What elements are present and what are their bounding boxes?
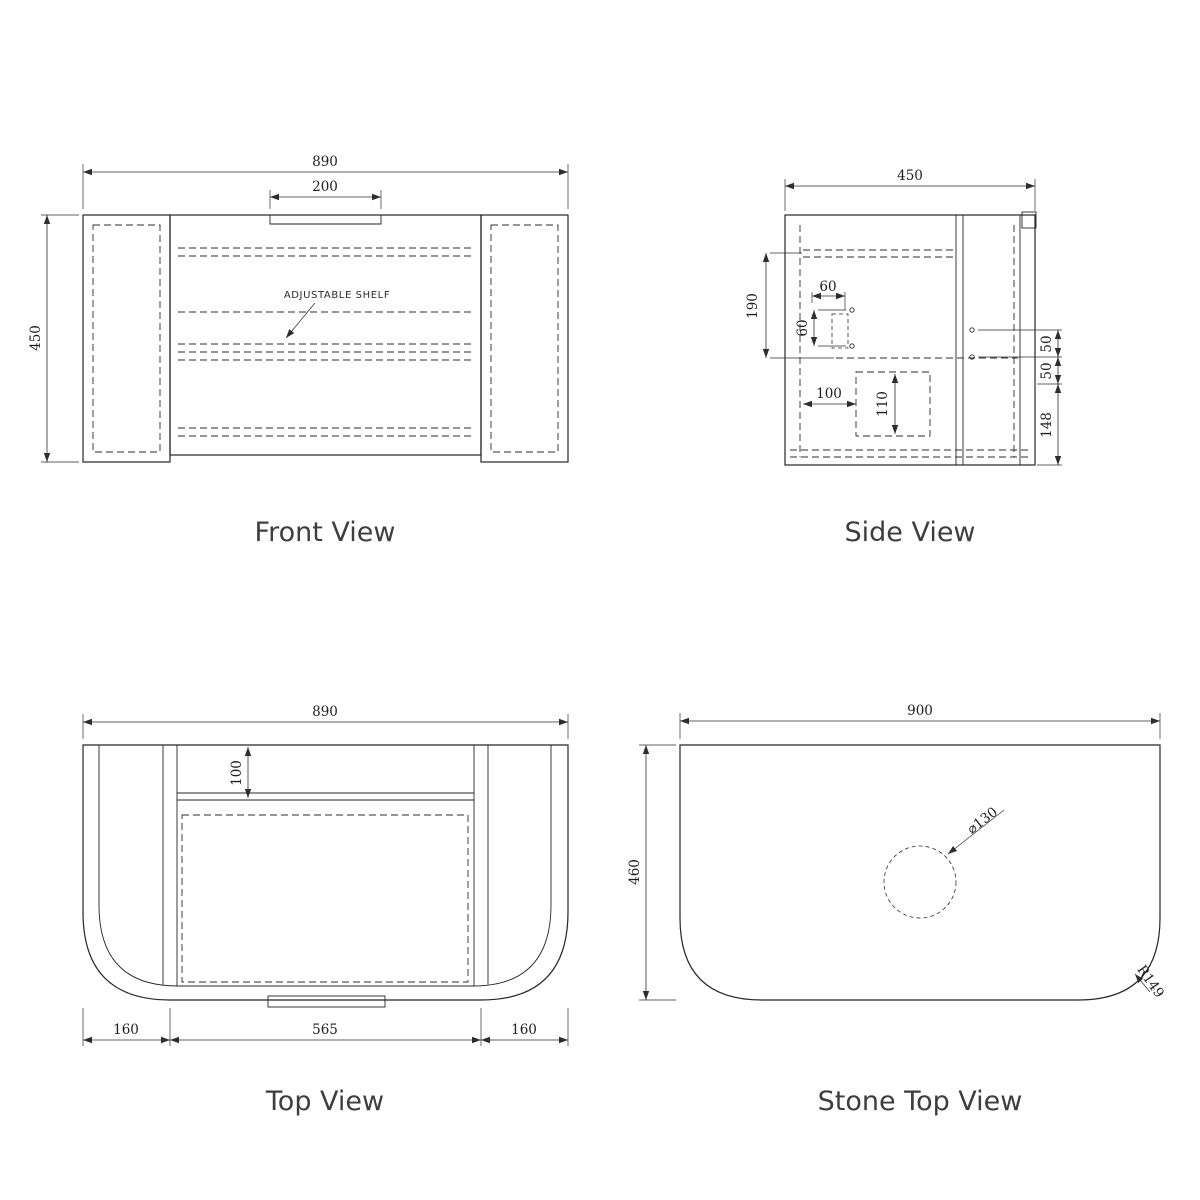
side-view: 450 190 60 60 100 110 bbox=[745, 168, 1062, 548]
top-dim-100: 100 bbox=[229, 760, 245, 786]
side-dim-50b: 50 bbox=[1039, 362, 1055, 379]
stone-top-geometry bbox=[679, 744, 1161, 1001]
front-view-title: Front View bbox=[255, 517, 396, 548]
side-dim-depth: 450 bbox=[897, 168, 923, 184]
stone-dim-radius: R149 bbox=[1133, 962, 1167, 1001]
top-dim-center: 565 bbox=[312, 1022, 338, 1038]
top-view-dimensions: 890 100 160 565 160 bbox=[82, 704, 569, 1046]
stone-dim-width: 900 bbox=[907, 703, 933, 719]
side-dim-50a: 50 bbox=[1039, 335, 1055, 352]
top-dim-right: 160 bbox=[511, 1022, 537, 1038]
front-view-dimensions: 890 200 450 bbox=[28, 154, 569, 463]
adjustable-shelf-note: ADJUSTABLE SHELF bbox=[284, 290, 390, 301]
side-view-dimensions: 450 190 60 60 100 110 bbox=[745, 168, 1062, 466]
stone-dim-hole: ⌀130 bbox=[964, 804, 1001, 837]
side-dim-60b: 60 bbox=[795, 319, 811, 336]
stone-top-view: 900 460 ⌀130 R149 Stone Top View bbox=[627, 703, 1167, 1117]
side-dim-110: 110 bbox=[875, 391, 891, 417]
front-view: ADJUSTABLE SHELF 890 200 450 Front View bbox=[28, 154, 569, 548]
top-dim-width: 890 bbox=[312, 704, 338, 720]
stone-dim-depth: 460 bbox=[627, 859, 643, 885]
front-view-geometry bbox=[82, 214, 569, 463]
front-dim-handle: 200 bbox=[312, 179, 338, 195]
top-view-title: Top View bbox=[265, 1086, 384, 1117]
side-view-geometry bbox=[784, 211, 1037, 466]
top-dim-left: 160 bbox=[113, 1022, 139, 1038]
top-view-geometry bbox=[82, 744, 569, 1008]
stone-top-view-title: Stone Top View bbox=[818, 1086, 1023, 1117]
top-view: 890 100 160 565 160 Top View bbox=[82, 704, 569, 1117]
stone-top-dimensions: 900 460 ⌀130 R149 bbox=[627, 703, 1167, 1001]
side-dim-190: 190 bbox=[745, 293, 761, 319]
side-dim-100: 100 bbox=[816, 386, 842, 402]
side-view-title: Side View bbox=[844, 517, 975, 548]
front-dim-height: 450 bbox=[28, 325, 44, 351]
side-dim-148: 148 bbox=[1039, 412, 1055, 438]
side-dim-60a: 60 bbox=[819, 279, 836, 295]
front-dim-width: 890 bbox=[312, 154, 338, 170]
